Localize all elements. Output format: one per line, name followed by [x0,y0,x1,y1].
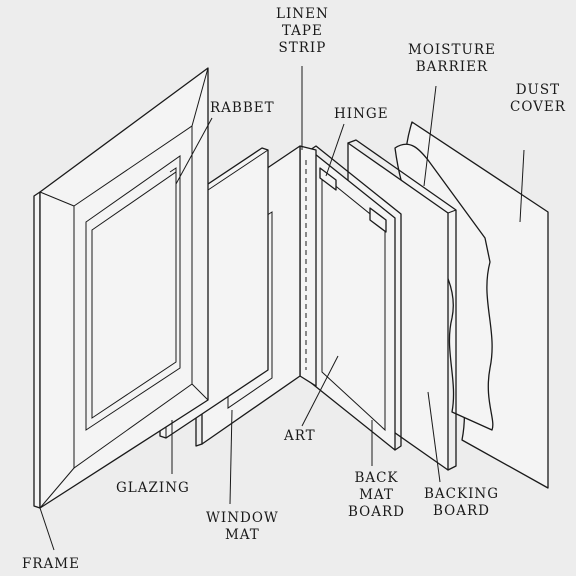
leader-rabbet [175,117,213,185]
leader-backing-board [427,391,441,483]
leader-dust-cover [519,149,525,223]
back-mat-board-sheet [309,145,402,451]
label-frame: FRAME [22,556,80,572]
linen-tape-strip [299,145,317,387]
hinge-tab-right [369,207,387,233]
leader-window-mat [229,409,233,505]
leader-hinge [325,123,345,177]
label-art: ART [284,428,316,444]
label-back-mat-board: BACK MAT BOARD [348,470,405,520]
leader-art [301,355,339,427]
label-glazing: GLAZING [116,480,190,496]
label-rabbet: RABBET [210,100,275,116]
label-hinge: HINGE [334,106,389,122]
leader-lines [39,66,525,551]
frame-body [33,67,209,509]
leader-frame [39,507,55,551]
label-linen-tape-strip: LINEN TAPE STRIP [276,6,329,56]
label-window-mat: WINDOW MAT [206,510,279,543]
label-backing-board: BACKING BOARD [424,486,500,519]
label-dust-cover: DUST COVER [510,82,566,115]
label-moisture-barrier: MOISTURE BARRIER [408,42,496,75]
hinge-tab-left [319,167,337,191]
leader-moisture-barrier [423,85,437,187]
